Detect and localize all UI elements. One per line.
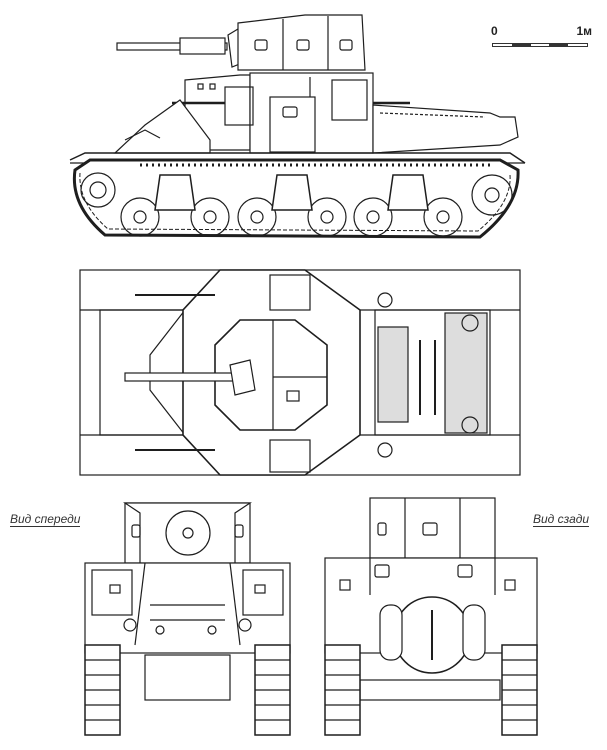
scale-start-label: 0: [491, 24, 498, 38]
scale-end-label: 1м: [576, 24, 592, 38]
scale-bar: 0 1м: [488, 24, 592, 54]
front-view-caption: Вид спереди: [10, 512, 81, 527]
scale-bar-graphic: [492, 43, 588, 47]
side-view: [60, 5, 530, 255]
top-view: [75, 265, 525, 480]
rear-view: [320, 495, 540, 740]
rear-view-caption: Вид сзади: [533, 512, 590, 527]
front-view: [80, 495, 295, 740]
